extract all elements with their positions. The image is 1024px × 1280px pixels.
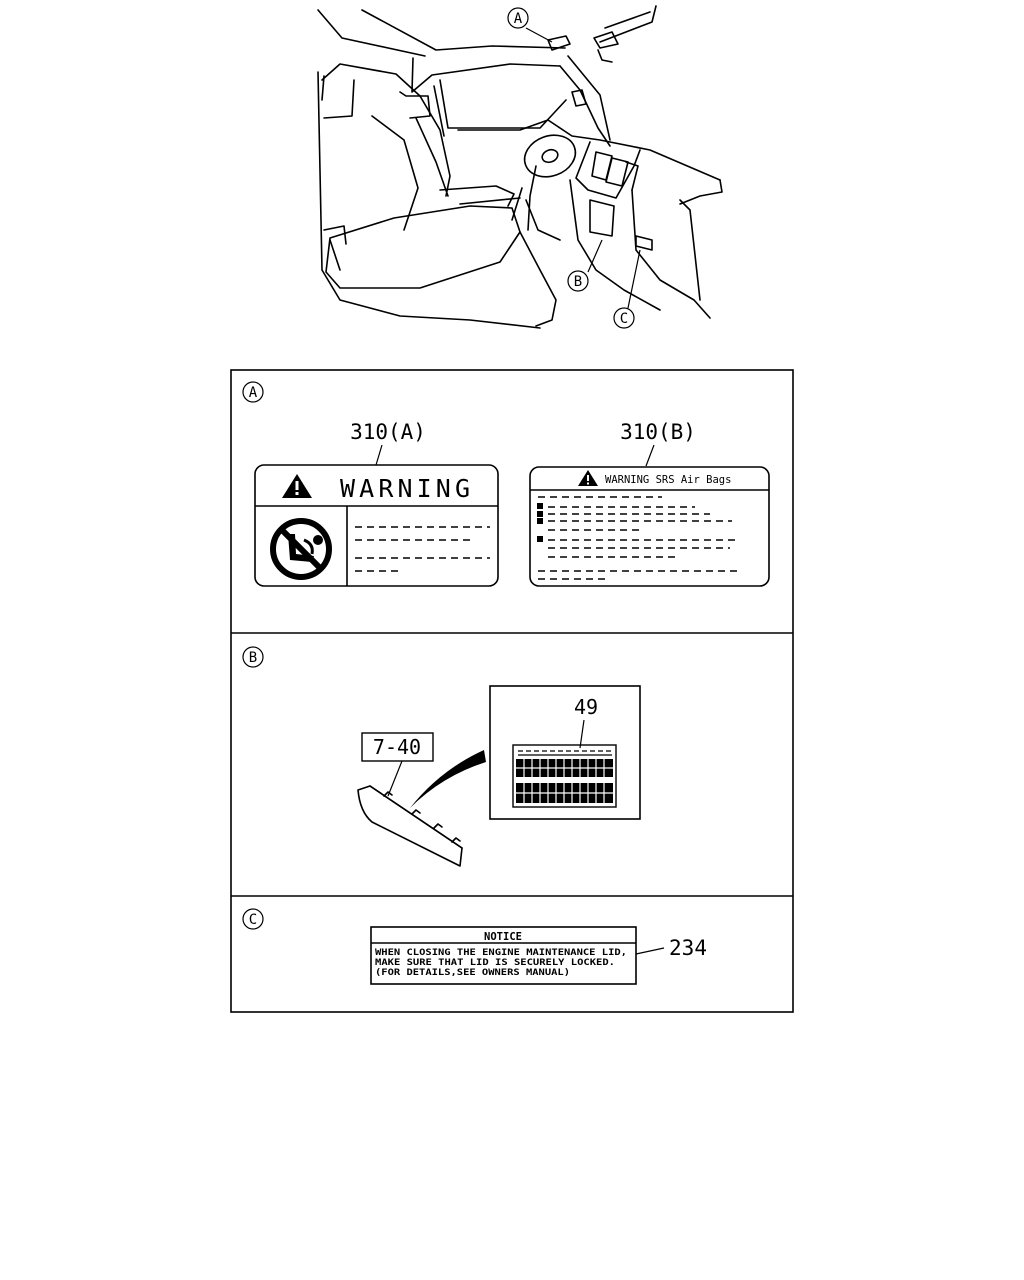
label-310a: 310(A) [350, 420, 426, 444]
label-49: 49 [574, 695, 598, 719]
no-child-seat-icon [270, 518, 332, 580]
detail-frame [230, 369, 794, 1013]
label-234: 234 [669, 936, 707, 960]
srs-title: WARNING SRS Air Bags [605, 474, 731, 486]
warning-title: WARNING [340, 474, 470, 503]
callout-c-marker: C [613, 307, 635, 329]
callout-b-marker: B [567, 270, 589, 292]
panel-b: B 7-40 49 [242, 646, 641, 867]
cab-interior-illustration [317, 5, 723, 329]
notice-title: NOTICE [484, 931, 522, 943]
detail-swoosh [410, 750, 486, 808]
panel-b-marker: B [242, 646, 264, 668]
warning-triangle-icon [282, 474, 312, 498]
label-49-sticker [512, 744, 617, 808]
svg-text:A: A [514, 11, 523, 27]
callout-a-marker: A [507, 7, 529, 29]
svg-text:B: B [574, 274, 582, 290]
svg-text:B: B [249, 650, 257, 666]
notice-line-2: MAKE SURE THAT LID IS SECURELY LOCKED. [375, 958, 615, 968]
svg-text:C: C [249, 912, 257, 928]
leader-c [627, 249, 641, 309]
maintenance-lid-part [357, 785, 463, 867]
notice-line-3: (FOR DETAILS,SEE OWNERS MANUAL) [375, 968, 570, 978]
srs-warning-triangle-icon [578, 470, 598, 486]
leader-a [525, 27, 553, 43]
leader-b [587, 239, 603, 273]
svg-text:C: C [620, 311, 628, 327]
label-detail-box [489, 685, 641, 820]
panel-c: C NOTICE WHEN CLOSING THE ENGINE MAINTEN… [242, 908, 707, 985]
notice-line-1: WHEN CLOSING THE ENGINE MAINTENANCE LID, [375, 948, 627, 958]
srs-airbag-label-310b: WARNING SRS Air Bags [529, 466, 770, 587]
label-310b: 310(B) [620, 420, 696, 444]
warning-label-310a: WARNING [254, 464, 499, 587]
panel-a: A 310(A) 310(B) WARNING [242, 381, 770, 587]
part-7-40-box [361, 732, 434, 762]
part-7-40-label: 7-40 [373, 735, 421, 759]
notice-label-234: NOTICE WHEN CLOSING THE ENGINE MAINTENAN… [370, 926, 637, 985]
panel-c-marker: C [242, 908, 264, 930]
svg-text:A: A [249, 385, 258, 401]
panel-a-marker: A [242, 381, 264, 403]
